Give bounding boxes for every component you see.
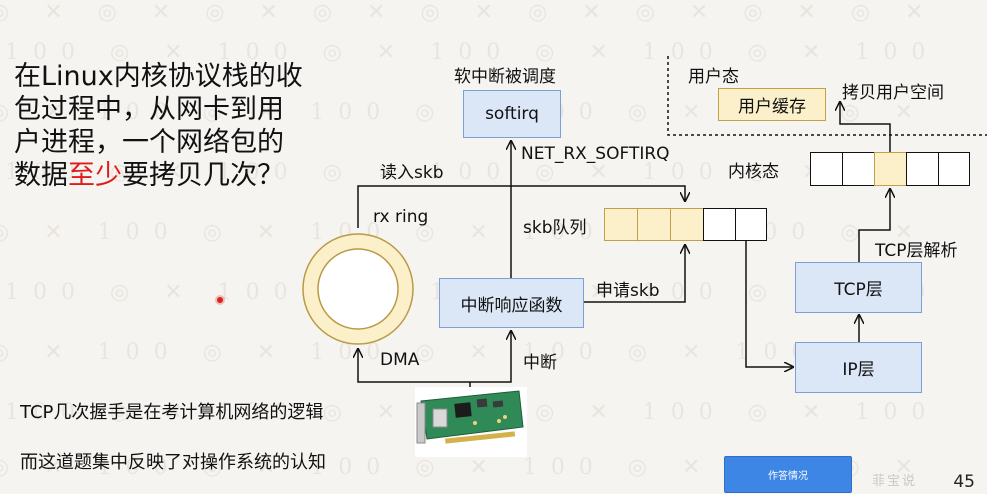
read-skb-arrow	[357, 185, 685, 228]
kernel-mode-label: 内核态	[728, 162, 779, 182]
interrupt-label: 中断	[523, 353, 557, 373]
skb-queue-label: skb队列	[523, 218, 587, 238]
softirq-box: softirq	[463, 90, 561, 138]
skb-queue-cell-filled	[637, 208, 670, 241]
interrupt-arrow	[470, 332, 511, 383]
watermark-row: 100 ◎ ✕ 100 ◎ ✕ 100 ◎ ✕ 100 ◎ ✕ 100	[5, 160, 940, 185]
brand-watermark: 菲宝说	[872, 474, 918, 489]
net-rx-softirq-label: NET_RX_SOFTIRQ	[521, 144, 670, 164]
kernel-buffer-cell-empty	[842, 152, 874, 186]
user-mode-label: 用户态	[688, 67, 739, 87]
tcp-to-kernel-buffer-arrow	[858, 190, 890, 262]
note-line-1: TCP几次握手是在考计算机网络的逻辑	[20, 402, 324, 423]
page-number: 45	[953, 472, 975, 492]
note-line-2: 而这道题集中反映了对操作系统的认知	[20, 452, 326, 473]
softirq-caption: 软中断被调度	[454, 67, 556, 87]
watermark-row: 100 ◎ ✕ 100 ◎ ✕ 100 ◎ ✕ 100 ◎ ✕ 100	[5, 40, 940, 65]
answer-status-button[interactable]: 作答情况	[724, 456, 852, 493]
user-kernel-separator	[667, 56, 987, 136]
kernel-buffer	[810, 152, 970, 186]
interrupt-handler-box: 中断响应函数	[439, 278, 584, 328]
user-buffer-box: 用户缓存	[718, 88, 826, 121]
skb-queue-cell-filled	[604, 208, 637, 241]
skb-queue-cell-empty	[735, 208, 767, 241]
kernel-buffer-cell-filled	[874, 152, 906, 186]
read-skb-label: 读入skb	[380, 163, 444, 183]
question-highlight: 至少	[68, 160, 122, 191]
dma-label: DMA	[380, 350, 420, 370]
dma-arrow	[358, 350, 470, 383]
rx-ring-label: rx ring	[373, 207, 429, 227]
alloc-skb-arrow	[584, 246, 685, 303]
queue-to-ip-arrow	[745, 240, 792, 367]
tcp-parse-label: TCP层解析	[875, 241, 958, 261]
kernel-buffer-cell-empty	[810, 152, 842, 186]
ip-layer-box: IP层	[795, 342, 922, 393]
copy-user-label: 拷贝用户空间	[842, 83, 944, 103]
network-card-icon	[416, 390, 524, 444]
question-text: 在Linux内核协议栈的收包过程中，从网卡到用户进程，一个网络包的数据至少要拷贝…	[14, 61, 303, 191]
watermark-row: ◎ ✕ ◎ ✕ ◎ ✕ ◎ ✕ ◎ ✕ ◎ ✕ ◎ ✕ ◎ ✕ ◎ ✕	[0, 0, 938, 25]
skb-queue-cell-empty	[703, 208, 735, 241]
pointer-dot	[217, 297, 223, 303]
skb-queue	[604, 208, 767, 241]
network-card-image	[415, 387, 527, 457]
alloc-skb-label: 申请skb	[596, 281, 660, 301]
kernel-buffer-cell-empty	[906, 152, 938, 186]
watermark-row: ◎ ✕ 100 ◎ ✕ 100 ◎ ✕ 100 ◎ ✕ 100 ◎ ✕	[0, 340, 928, 365]
kernel-buffer-cell-empty	[938, 152, 970, 186]
tcp-layer-box: TCP层	[795, 262, 922, 313]
copy-user-arrow	[840, 103, 891, 152]
skb-queue-cell-filled	[670, 208, 703, 241]
